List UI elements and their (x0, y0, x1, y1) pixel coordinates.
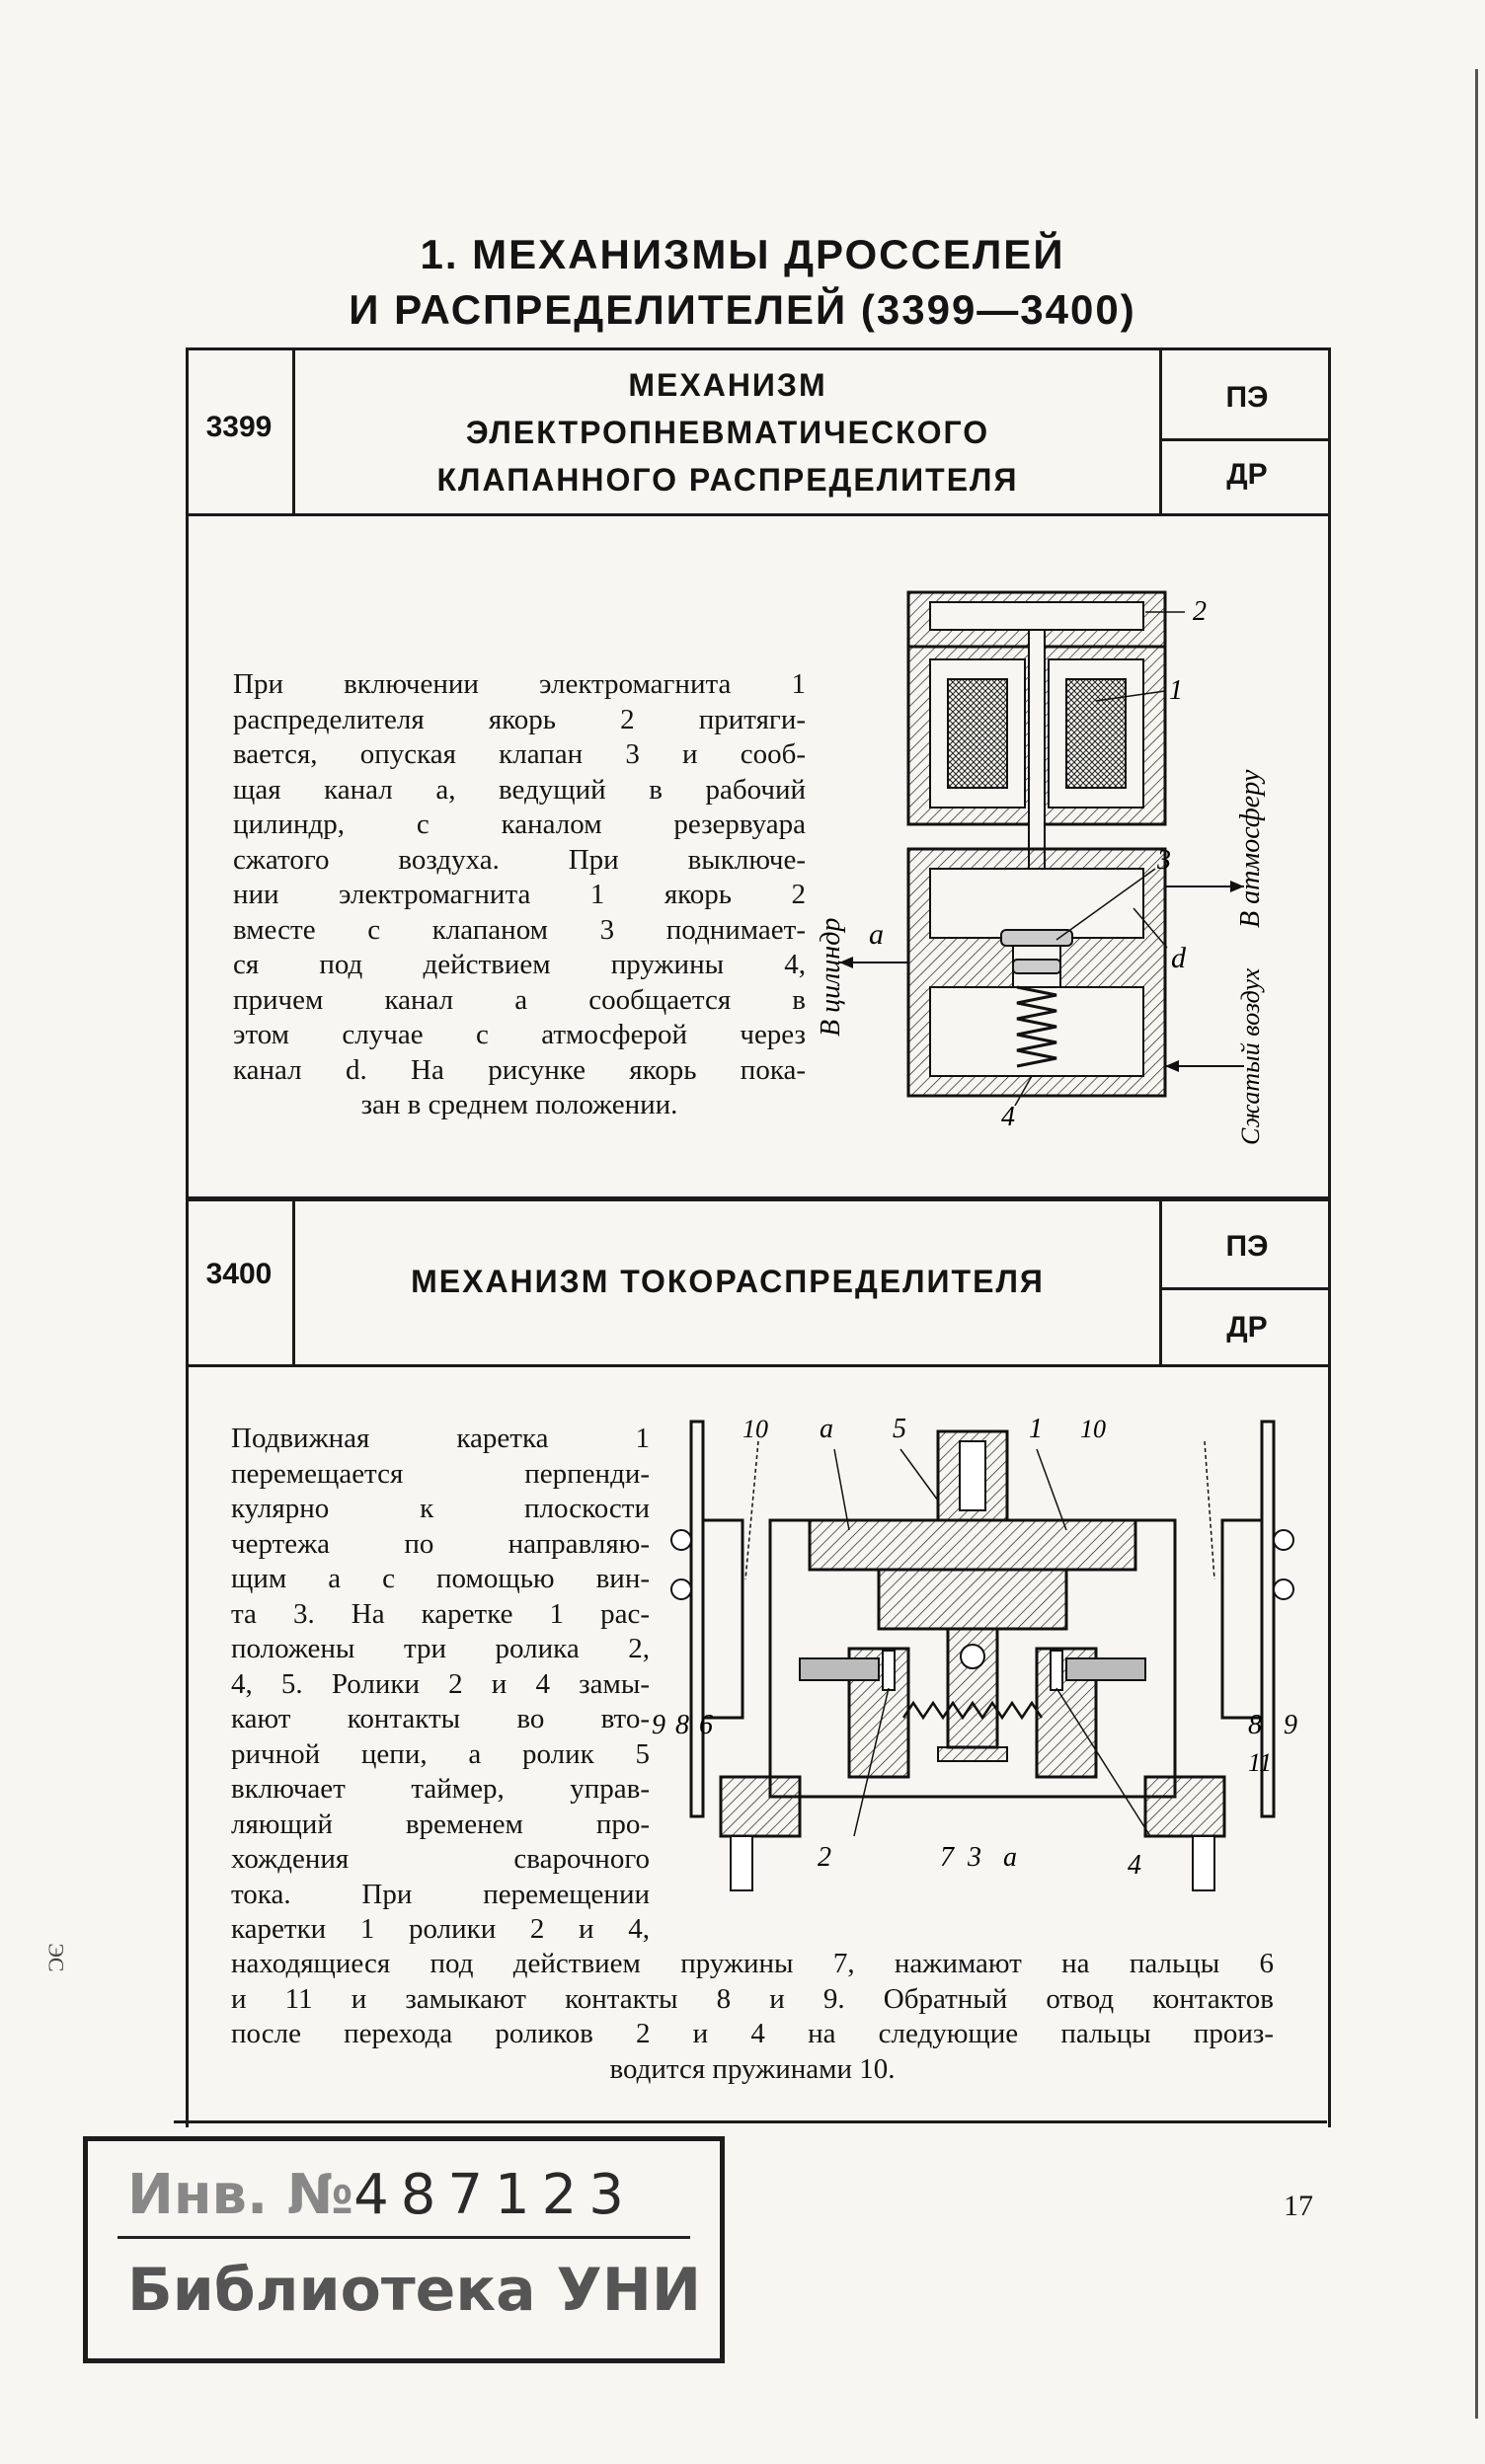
section-title-line1: 1. МЕХАНИЗМЫ ДРОССЕЛЕЙ (420, 231, 1065, 277)
code-pe: ПЭ (1225, 381, 1269, 414)
margin-mark: ЭС (43, 1943, 69, 1972)
valve-distributor-figure: 2 1 3 4 a d В цилиндр В атмосферу Сжатый… (820, 590, 1266, 1145)
fig2-label-5: 5 (893, 1414, 906, 1444)
entry-heading: МЕХАНИЗМ ЭЛЕКТРОПНЕВМАТИЧЕСКОГО КЛАПАННО… (436, 367, 1019, 498)
entry-number: 3400 (205, 1258, 273, 1290)
entry-3399-text: При включении электромагнита 1 распредел… (233, 668, 806, 1120)
fig2-label-6: 6 (699, 1710, 713, 1740)
fig2-label-9-right: 9 (1284, 1710, 1297, 1740)
current-distributor-figure: 10 a 5 1 10 9 8 6 8 9 11 2 7 3 a 4 (652, 1414, 1297, 1891)
fig1-label-a: a (869, 918, 884, 951)
fig2-label-8-left: 8 (675, 1710, 689, 1740)
fig1-label-3: 3 (1156, 845, 1171, 876)
fig2-label-10-right: 10 (1080, 1415, 1106, 1443)
fig1-label-to-atmosphere: В атмосферу (1235, 769, 1266, 928)
fig2-label-4: 4 (1128, 1850, 1141, 1881)
code-pe: ПЭ (1225, 1230, 1269, 1263)
stamp-library-name: Библиотека УНИ (127, 2256, 702, 2325)
fig1-label-compressed-air: Сжатый воздух (1236, 967, 1265, 1145)
fig2-label-a-top: a (820, 1414, 833, 1444)
fig2-label-10-left: 10 (742, 1415, 768, 1443)
fig2-label-8-right: 8 (1248, 1710, 1262, 1740)
fig2-label-11: 11 (1248, 1748, 1272, 1777)
stamp-inventory-number: 487123 (353, 2163, 636, 2227)
entry-number: 3399 (205, 411, 273, 443)
fig2-label-3: 3 (967, 1842, 981, 1873)
fig1-label-to-cylinder: В цилиндр (820, 918, 846, 1037)
fig2-label-2: 2 (818, 1842, 831, 1873)
section-title-line2: И РАСПРЕДЕЛИТЕЛЕЙ (3399—3400) (349, 286, 1136, 333)
entry-3399-header: 3399 МЕХАНИЗМ ЭЛЕКТРОПНЕВМАТИЧЕСКОГО КЛА… (186, 347, 1331, 515)
entry-3400-text-narrow: Подвижная каретка 1 перемещается перпенд… (231, 1423, 650, 1945)
fig2-label-a-bottom: a (1003, 1842, 1017, 1873)
entry-3400-header: 3400 МЕХАНИЗМ ТОКОРАСПРЕДЕЛИТЕЛЯ ПЭ ДР (186, 1200, 1331, 1366)
library-stamp: Инв. №487123 Библиотека УНИ (83, 2136, 725, 2363)
fig2-label-7: 7 (940, 1842, 955, 1873)
stamp-inventory-label: Инв. № (127, 2163, 354, 2227)
entry-3400-text-wide: находящиеся под действием пружины 7, наж… (231, 1948, 1274, 2085)
code-dr: ДР (1226, 1311, 1268, 1344)
fig1-label-4: 4 (1001, 1102, 1015, 1132)
fig1-label-2: 2 (1193, 596, 1207, 627)
fig1-label-1: 1 (1169, 675, 1183, 706)
entry-heading: МЕХАНИЗМ ТОКОРАСПРЕДЕЛИТЕЛЯ (411, 1264, 1045, 1299)
fig2-label-1: 1 (1029, 1414, 1043, 1444)
page-number: 17 (1284, 2190, 1313, 2222)
code-dr: ДР (1226, 458, 1268, 491)
scan-edge-line (1475, 69, 1478, 2419)
entries-frame (186, 347, 1331, 2127)
fig1-label-d: d (1171, 942, 1187, 974)
fig2-label-9-left: 9 (652, 1710, 665, 1740)
